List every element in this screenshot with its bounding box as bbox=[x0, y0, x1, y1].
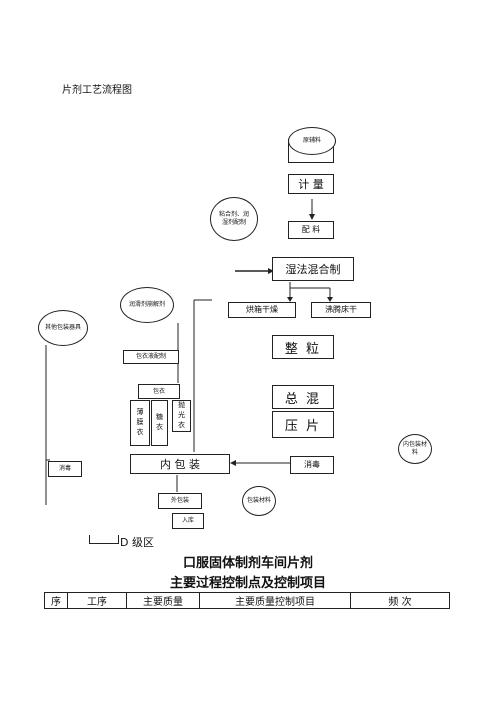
gloss-coat-step: 抛光衣 bbox=[172, 400, 191, 432]
warehouse-step: 入库 bbox=[172, 513, 204, 529]
table-header-cell: 序 bbox=[44, 592, 68, 609]
batching-step: 配 料 bbox=[288, 221, 334, 239]
disinfect-step: 消毒 bbox=[48, 461, 82, 477]
sizing-step: 整 粒 bbox=[272, 335, 334, 359]
heading-line1: 口服固体制剂车间片剂 bbox=[182, 556, 313, 571]
table-header-cell: 频 次 bbox=[350, 592, 450, 609]
fluid-bed-dry-step: 沸腾床干 bbox=[311, 302, 371, 318]
table-header-cell: 工序 bbox=[67, 592, 127, 609]
sterilize-step: 消毒 bbox=[290, 456, 334, 474]
total-mix-step: 总 混 bbox=[272, 385, 334, 409]
weighing-step: 计 量 bbox=[288, 174, 334, 194]
inner-pack-step: 内 包 装 bbox=[130, 454, 230, 474]
film-coat-step: 薄膜衣 bbox=[130, 400, 150, 446]
tablet-press-step: 压 片 bbox=[272, 411, 334, 438]
wet-mix-step: 湿法混合制 bbox=[272, 257, 354, 281]
binder-prep-node: 粘合剂、润湿剂配制 bbox=[210, 197, 258, 241]
heading-line2: 主要过程控制点及控制项目 bbox=[169, 576, 326, 591]
d-zone-legend-swatch bbox=[89, 535, 119, 544]
table-header-row: 序 工序 主要质量 主要质量控制项目 频 次 bbox=[44, 592, 450, 609]
coating-prep-step: 包衣液配制 bbox=[123, 350, 179, 364]
packaging-material-node: 包装材料 bbox=[242, 486, 276, 516]
table-header-cell: 主要质量控制项目 bbox=[199, 592, 351, 609]
raw-materials-node: 原辅料 bbox=[288, 127, 336, 155]
table-header-cell: 主要质量 bbox=[126, 592, 200, 609]
oven-dry-step: 烘箱干燥 bbox=[228, 302, 296, 318]
outer-pack-step: 外包装 bbox=[158, 493, 202, 509]
lubricant-prep-node: 润滑剂崩解剂 bbox=[120, 287, 174, 323]
other-packaging-node: 其他包装器具 bbox=[38, 310, 88, 346]
d-zone-legend-label: D 级区 bbox=[120, 536, 154, 549]
control-table: 序 工序 主要质量 主要质量控制项目 频 次 bbox=[44, 592, 450, 609]
page-title: 片剂工艺流程图 bbox=[62, 85, 132, 96]
inner-pack-material-node: 内包装材料 bbox=[398, 434, 432, 464]
sugar-coat-step: 糖衣 bbox=[151, 400, 168, 446]
coating-step: 包衣 bbox=[138, 384, 180, 399]
